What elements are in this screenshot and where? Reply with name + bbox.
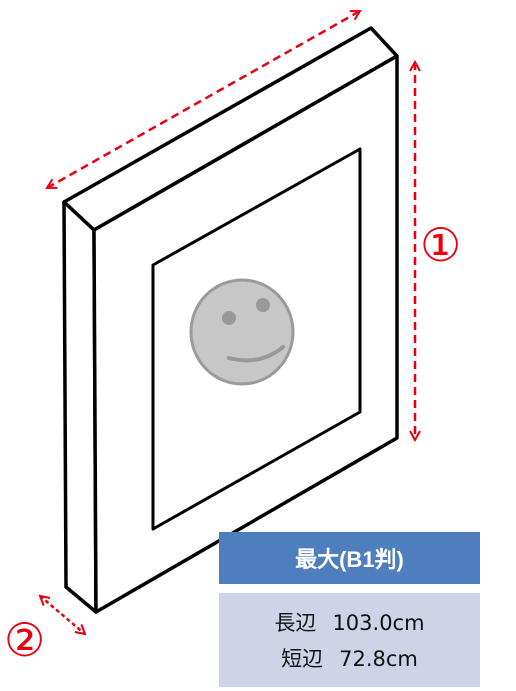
short-side-value: 72.8cm xyxy=(339,647,418,671)
width-dimension-arrow xyxy=(47,9,360,190)
short-side-row: 短辺 72.8cm xyxy=(281,643,418,673)
smiley-left-eye xyxy=(222,311,236,325)
smiley-right-eye xyxy=(256,298,270,312)
size-details: 長辺 103.0cm 短辺 72.8cm xyxy=(219,593,480,687)
dimension-marker-2: ② xyxy=(4,613,46,667)
frame-side-face xyxy=(62,200,98,614)
dimension-arrows xyxy=(40,9,415,634)
smiley-icon xyxy=(189,278,295,386)
smiley-mouth xyxy=(227,345,285,363)
long-side-row: 長辺 103.0cm xyxy=(274,607,424,637)
depth-dimension-arrow xyxy=(40,596,85,634)
dimension-marker-1: ① xyxy=(420,218,462,272)
long-side-value: 103.0cm xyxy=(332,611,425,635)
long-side-label: 長辺 xyxy=(274,611,317,635)
smiley-face xyxy=(189,278,295,386)
short-side-label: 短辺 xyxy=(281,647,324,671)
max-size-panel: 最大(B1判) 長辺 103.0cm 短辺 72.8cm xyxy=(219,532,480,687)
max-size-title: 最大(B1判) xyxy=(219,532,480,584)
